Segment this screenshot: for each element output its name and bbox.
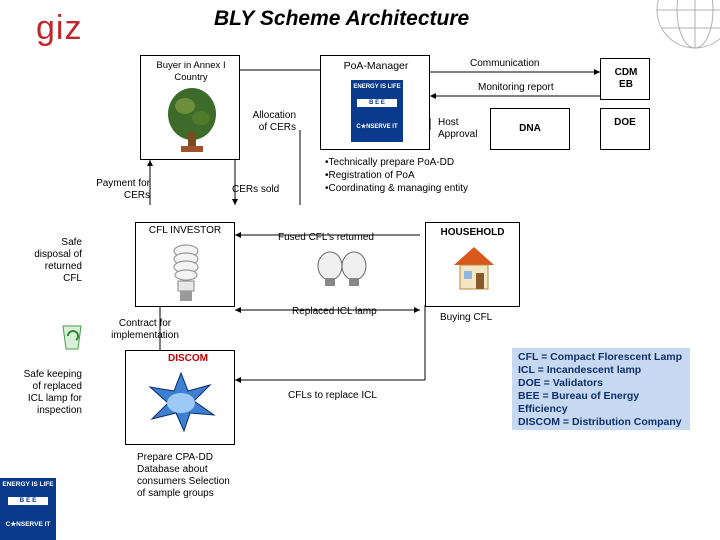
- cfls-replace-label: CFLs to replace ICL: [288, 390, 377, 401]
- contract-label: Contract for implementation: [111, 318, 179, 341]
- energy-is-life-logo: ENERGY IS LIFE B E E C★NSERVE IT: [351, 80, 403, 142]
- household-box: HOUSEHOLD: [425, 222, 520, 307]
- discom-splash-icon: [148, 371, 216, 433]
- money-tree-icon: [168, 88, 216, 152]
- discom-box: DISCOM: [125, 350, 235, 445]
- safe-disposal-label: Safe disposal of returned CFL: [34, 237, 82, 284]
- poa-manager-label: PoA-Manager: [343, 60, 409, 72]
- safe-keeping-label: Safe keeping of replaced ICL lamp for in…: [23, 369, 82, 416]
- payment-label: Payment for CERs: [96, 178, 150, 201]
- icl-lamps-icon: [317, 251, 367, 286]
- logo-top-text: ENERGY IS LIFE: [353, 84, 401, 90]
- buyer-box: Buyer in Annex I Country: [140, 55, 240, 160]
- legend-box: CFL = Compact Florescent Lamp ICL = Inca…: [512, 348, 690, 430]
- dna-label: DNA: [519, 123, 541, 134]
- energy-is-life-logo-bottom: ENERGY IS LIFE B E E C★NSERVE IT: [0, 478, 56, 540]
- brand-logo: giz: [36, 9, 83, 47]
- household-label: HOUSEHOLD: [440, 227, 505, 238]
- poa-task-item: •Technically prepare PoA-DD: [325, 157, 455, 168]
- poa-tasks: •Technically prepare PoA-DD •Registratio…: [325, 156, 468, 195]
- poa-task-item: •Coordinating & managing entity: [325, 183, 469, 194]
- house-icon: [454, 247, 494, 290]
- cfl-investor-box: CFL INVESTOR: [135, 222, 235, 307]
- allocation-label: Allocation of CERs: [252, 110, 296, 133]
- fused-cfl-label: Fused CFL’s returned: [278, 232, 374, 243]
- communication-label: Communication: [470, 58, 540, 69]
- dna-box: DNA: [490, 108, 570, 150]
- legend-item: ICL = Incandescent lamp: [518, 364, 642, 376]
- legend-item: DOE = Validators: [518, 377, 603, 389]
- cfl-investor-label: CFL INVESTOR: [148, 225, 222, 236]
- poa-task-item: •Registration of PoA: [325, 170, 415, 181]
- cers-sold-label: CERs sold: [232, 184, 280, 195]
- page-title: BLY Scheme Architecture: [214, 7, 470, 30]
- cdm-eb-box: CDM EB: [600, 58, 650, 100]
- poa-manager-box: PoA-Manager ENERGY IS LIFE B E E C★NSERV…: [320, 55, 430, 150]
- globe-icon: [656, 0, 720, 49]
- logo-bottom-text: C★NSERVE IT: [356, 124, 398, 130]
- discom-tasks: Prepare CPA-DD Database about consumers …: [137, 452, 230, 499]
- replaced-icl-label: Replaced ICL lamp: [292, 306, 377, 317]
- discom-label: DISCOM: [168, 353, 208, 364]
- logo-mid-text: B E E: [8, 497, 48, 505]
- logo-top-text: ENERGY IS LIFE: [2, 481, 54, 488]
- cfl-bulb-icon: [173, 244, 199, 301]
- logo-bottom-text: C★NSERVE IT: [5, 521, 51, 528]
- legend-item: DISCOM = Distribution Company: [518, 416, 682, 428]
- host-approval-label: Host Approval: [438, 117, 478, 140]
- legend-item: BEE = Bureau of Energy Efficiency: [518, 390, 640, 415]
- buyer-label: Buyer in Annex I Country: [156, 60, 226, 83]
- recycle-bin-icon: [62, 325, 82, 350]
- doe-label: DOE: [614, 117, 636, 128]
- cdm-eb-label: CDM EB: [614, 67, 638, 90]
- buying-cfl-label: Buying CFL: [440, 312, 493, 323]
- monitoring-report-label: Monitoring report: [478, 82, 554, 93]
- logo-mid-text: B E E: [357, 99, 397, 107]
- legend-item: CFL = Compact Florescent Lamp: [518, 351, 683, 363]
- doe-box: DOE: [600, 108, 650, 150]
